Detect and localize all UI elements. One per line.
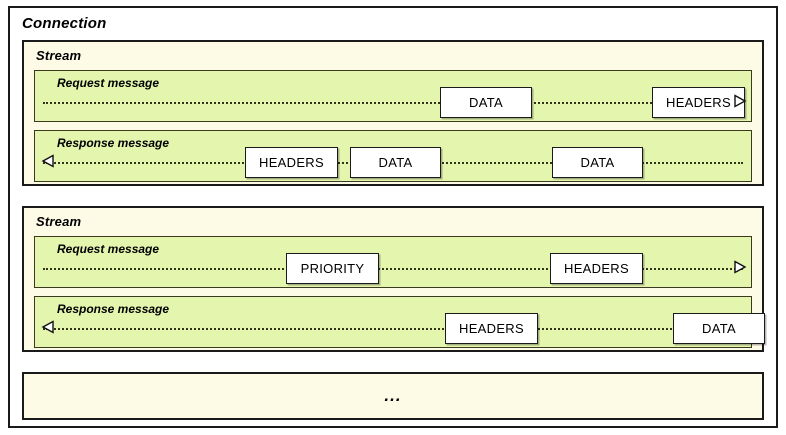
arrow-left-icon (41, 319, 55, 335)
frame-box-data[interactable]: DATA (673, 313, 765, 344)
stream-block-1: Stream Request message DATA HEADERS Resp… (22, 40, 764, 186)
message-label-request-2: Request message (57, 242, 160, 256)
connection-title: Connection (22, 15, 107, 32)
stream-block-2: Stream Request message PRIORITY HEADERS … (22, 206, 765, 352)
message-label-request-1: Request message (57, 76, 160, 90)
stream-title-2: Stream (36, 214, 82, 229)
arrow-right-icon (733, 93, 747, 109)
stream-title-1: Stream (36, 48, 82, 63)
timeline-response-2 (43, 328, 743, 330)
continuation-block: ... (22, 372, 764, 420)
message-label-response-2: Response message (57, 302, 170, 316)
frame-box-headers[interactable]: HEADERS (652, 87, 745, 118)
arrow-left-icon (41, 153, 55, 169)
continuation-ellipsis: ... (384, 386, 402, 405)
frame-box-headers[interactable]: HEADERS (550, 253, 643, 284)
message-row-response-2: Response message HEADERS DATA (34, 296, 765, 348)
frame-box-data[interactable]: DATA (552, 147, 643, 178)
message-row-request-2: Request message PRIORITY HEADERS (34, 236, 752, 288)
timeline-request-2 (43, 268, 743, 270)
frame-box-priority[interactable]: PRIORITY (286, 253, 379, 284)
arrow-right-icon (733, 259, 747, 275)
frame-box-data[interactable]: DATA (440, 87, 532, 118)
frame-box-data[interactable]: DATA (350, 147, 441, 178)
connection-frame: Connection Stream Request message DATA H… (8, 6, 778, 428)
frame-box-headers[interactable]: HEADERS (245, 147, 338, 178)
timeline-request-1 (43, 102, 743, 104)
message-label-response-1: Response message (57, 136, 170, 150)
message-row-response-1: Response message HEADERS DATA DATA (34, 130, 752, 182)
frame-box-headers[interactable]: HEADERS (445, 313, 538, 344)
message-row-request-1: Request message DATA HEADERS (34, 70, 752, 122)
